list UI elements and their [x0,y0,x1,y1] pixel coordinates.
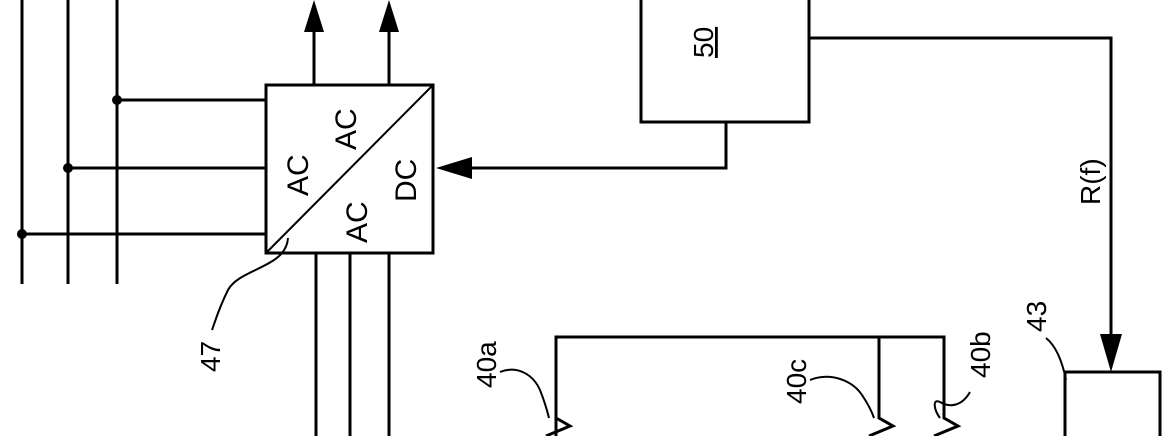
converter-label-bottom-right: DC [390,159,423,202]
coil-bus-line [554,335,946,436]
control-arrow [436,157,472,179]
converter-diagonal [265,84,434,254]
controller-box [639,0,811,124]
block-43-box [1063,370,1162,441]
coil-40c-zigzag [868,400,897,438]
leader-40b [933,391,971,419]
converter-ref-label: 47 [195,341,226,372]
converter-label-top-left: AC [282,154,315,196]
leader-40c [809,375,875,419]
block-43-ref-label: 43 [1021,301,1052,332]
converter-label-top-right: AC [330,108,363,150]
leader-47 [211,237,289,331]
output-arrow-1 [304,0,324,32]
junction-dot-1 [112,95,122,105]
controller-ref-label: 50 [688,27,719,58]
control-signal-line [470,122,728,170]
junction-dot-3 [17,229,27,239]
coil-40a-zigzag [545,416,574,438]
rf-signal-label: R(f) [1075,158,1106,205]
converter-label-bottom-left: AC [341,201,374,243]
coil-40b-label: 40b [965,331,996,378]
coil-40b-zigzag [933,398,962,438]
leader-40a [499,368,550,419]
leader-43 [1045,337,1067,381]
junction-dot-2 [63,163,73,173]
coil-40a-label: 40a [471,341,502,388]
rf-signal-line [809,36,1113,340]
rf-arrow [1100,334,1122,372]
coil-40c-label: 40c [781,359,812,404]
output-arrow-2 [379,0,399,32]
